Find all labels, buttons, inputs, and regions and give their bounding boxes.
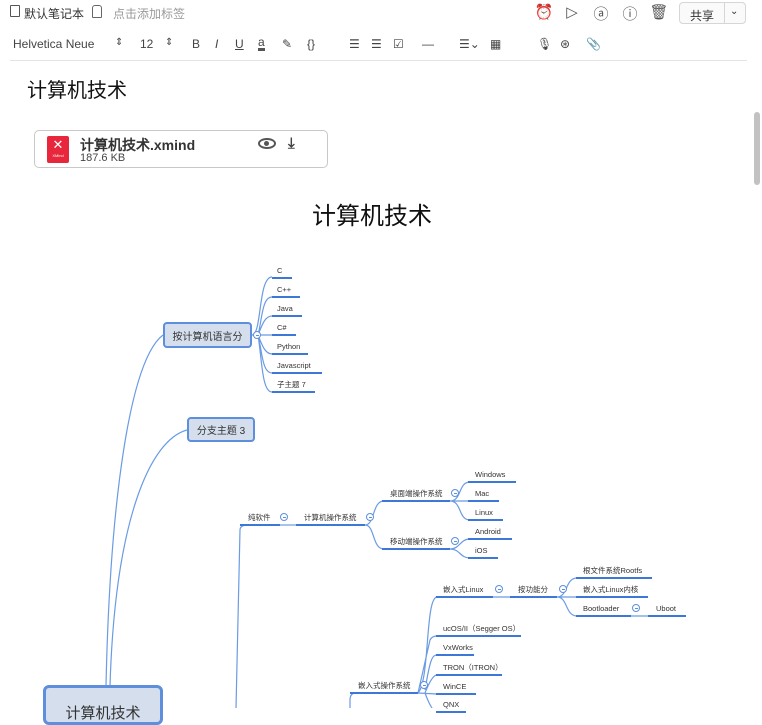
- pure-software-node[interactable]: 纯软件: [240, 513, 280, 526]
- embedded-os-item[interactable]: ucOS/II（Segger OS）: [436, 624, 521, 637]
- alarm-icon[interactable]: ⏰: [534, 4, 554, 21]
- uboot-node[interactable]: Uboot: [648, 604, 686, 617]
- info-icon[interactable]: ⓘ: [622, 6, 638, 23]
- notebook-icon: [10, 5, 20, 17]
- download-icon[interactable]: ⤓: [288, 135, 295, 152]
- scrollbar-thumb[interactable]: [754, 112, 760, 185]
- microphone-icon[interactable]: 🎙: [537, 37, 553, 51]
- collapse-icon[interactable]: [495, 585, 503, 593]
- language-node[interactable]: 子主题 7: [272, 380, 315, 393]
- font-size-select[interactable]: 12: [140, 37, 154, 51]
- preview-eye-icon[interactable]: [258, 138, 276, 149]
- tag-input[interactable]: 点击添加标签: [113, 7, 186, 21]
- tag-icon: [92, 5, 102, 18]
- by-function-node[interactable]: 按功能分: [510, 585, 557, 598]
- at-icon[interactable]: ⓐ: [593, 6, 609, 23]
- mobile-os-item[interactable]: Android: [468, 527, 512, 540]
- checkbox-icon[interactable]: ☑: [393, 37, 404, 51]
- desktop-os-node[interactable]: 桌面端操作系统: [382, 489, 450, 502]
- xmind-file-icon: ✕XMind: [47, 136, 69, 163]
- sketch-icon[interactable]: ⊛: [560, 37, 571, 51]
- collapse-icon[interactable]: [451, 537, 459, 545]
- size-stepper-icon[interactable]: ⇕: [165, 37, 174, 48]
- presentation-icon[interactable]: ▷: [566, 4, 578, 21]
- chevron-down-icon[interactable]: ⌄: [730, 6, 739, 17]
- language-node[interactable]: Javascript: [272, 361, 322, 374]
- share-label: 共享: [690, 9, 715, 23]
- language-node[interactable]: C: [272, 266, 292, 279]
- font-family-select[interactable]: Helvetica Neue: [13, 37, 95, 51]
- language-node[interactable]: Python: [272, 342, 308, 355]
- function-item[interactable]: 嵌入式Linux内核: [576, 585, 648, 598]
- collapse-icon[interactable]: [420, 681, 428, 689]
- notebook-selector[interactable]: 默认笔记本: [24, 7, 85, 21]
- code-button[interactable]: {}: [307, 37, 316, 51]
- bullet-list-icon[interactable]: ☰: [349, 37, 360, 51]
- collapse-icon[interactable]: [559, 585, 567, 593]
- table-icon[interactable]: ▦: [490, 37, 502, 51]
- attachment-name: 计算机技术.xmind: [80, 137, 196, 153]
- collapse-icon[interactable]: [632, 604, 640, 612]
- branch3-node[interactable]: 分支主题 3: [187, 417, 255, 442]
- underline-button[interactable]: U: [235, 37, 244, 51]
- note-title[interactable]: 计算机技术: [27, 80, 127, 102]
- mindmap-connectors: [105, 276, 650, 708]
- mobile-os-node[interactable]: 移动端操作系统: [382, 537, 450, 550]
- language-node[interactable]: Java: [272, 304, 302, 317]
- attachment-icon[interactable]: 📎: [586, 37, 601, 51]
- numbered-list-icon[interactable]: ☰: [371, 37, 382, 51]
- attachment-size: 187.6 KB: [80, 152, 126, 164]
- embedded-os-item[interactable]: VxWorks: [436, 643, 474, 656]
- horizontal-rule-icon[interactable]: —: [422, 37, 434, 51]
- lang-group-node[interactable]: 按计算机语言分: [163, 322, 252, 348]
- desktop-os-item[interactable]: Linux: [468, 508, 503, 521]
- embedded-os-item[interactable]: TRON（ITRON）: [436, 663, 503, 676]
- language-node[interactable]: C#: [272, 323, 296, 336]
- collapse-icon[interactable]: [253, 331, 261, 339]
- align-icon[interactable]: ☰⌄: [459, 37, 480, 51]
- root-node[interactable]: 计算机技术: [43, 685, 163, 725]
- embedded-os-node[interactable]: 嵌入式操作系统: [350, 681, 418, 694]
- desktop-os-item[interactable]: Windows: [468, 470, 516, 483]
- font-color-button[interactable]: a: [258, 35, 265, 51]
- embedded-linux-node[interactable]: 嵌入式Linux: [436, 585, 493, 598]
- function-item[interactable]: 根文件系统Rootfs: [576, 566, 652, 579]
- collapse-icon[interactable]: [451, 489, 459, 497]
- share-button[interactable]: 共享 ⌄: [679, 2, 746, 24]
- trash-icon[interactable]: 🗑: [649, 4, 669, 21]
- toolbar-divider: [10, 60, 747, 61]
- collapse-icon[interactable]: [366, 513, 374, 521]
- bold-button[interactable]: B: [192, 37, 201, 51]
- computer-os-node[interactable]: 计算机操作系统: [296, 513, 365, 526]
- mindmap-title: 计算机技术: [312, 203, 432, 230]
- divider: [724, 3, 725, 23]
- mobile-os-item[interactable]: iOS: [468, 546, 498, 559]
- embedded-os-item[interactable]: WinCE: [436, 682, 476, 695]
- function-item[interactable]: Bootloader: [576, 604, 631, 617]
- italic-button[interactable]: I: [215, 37, 219, 51]
- attachment-card[interactable]: ✕XMind 计算机技术.xmind 187.6 KB ⤓: [34, 130, 328, 168]
- embedded-os-item[interactable]: QNX: [436, 700, 466, 713]
- language-node[interactable]: C++: [272, 285, 300, 298]
- collapse-icon[interactable]: [280, 513, 288, 521]
- font-stepper-icon[interactable]: ⇕: [115, 37, 124, 48]
- highlight-icon[interactable]: ✎: [282, 37, 293, 51]
- desktop-os-item[interactable]: Mac: [468, 489, 499, 502]
